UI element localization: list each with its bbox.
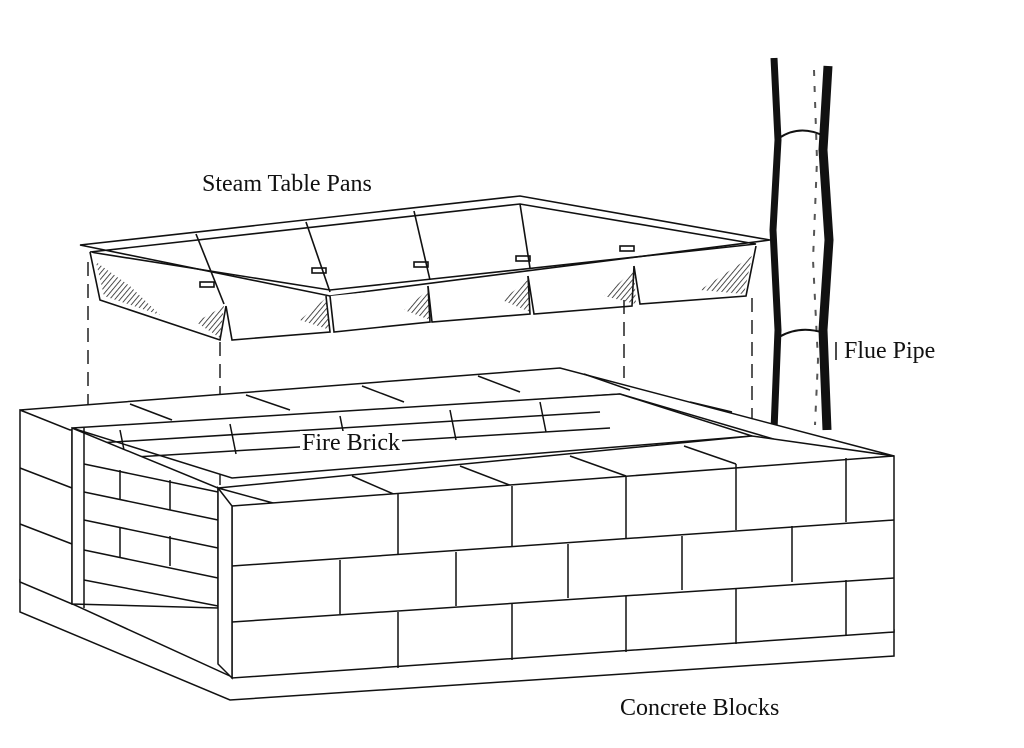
fire-brick-label: Fire Brick	[300, 430, 402, 456]
steam-table-pans	[79, 195, 771, 342]
steam-table-pans-label: Steam Table Pans	[202, 171, 372, 197]
concrete-block-base	[19, 367, 895, 701]
concrete-blocks-label: Concrete Blocks	[620, 695, 780, 721]
flue-pipe	[769, 57, 837, 431]
flue-pipe-label: Flue Pipe	[844, 338, 936, 364]
